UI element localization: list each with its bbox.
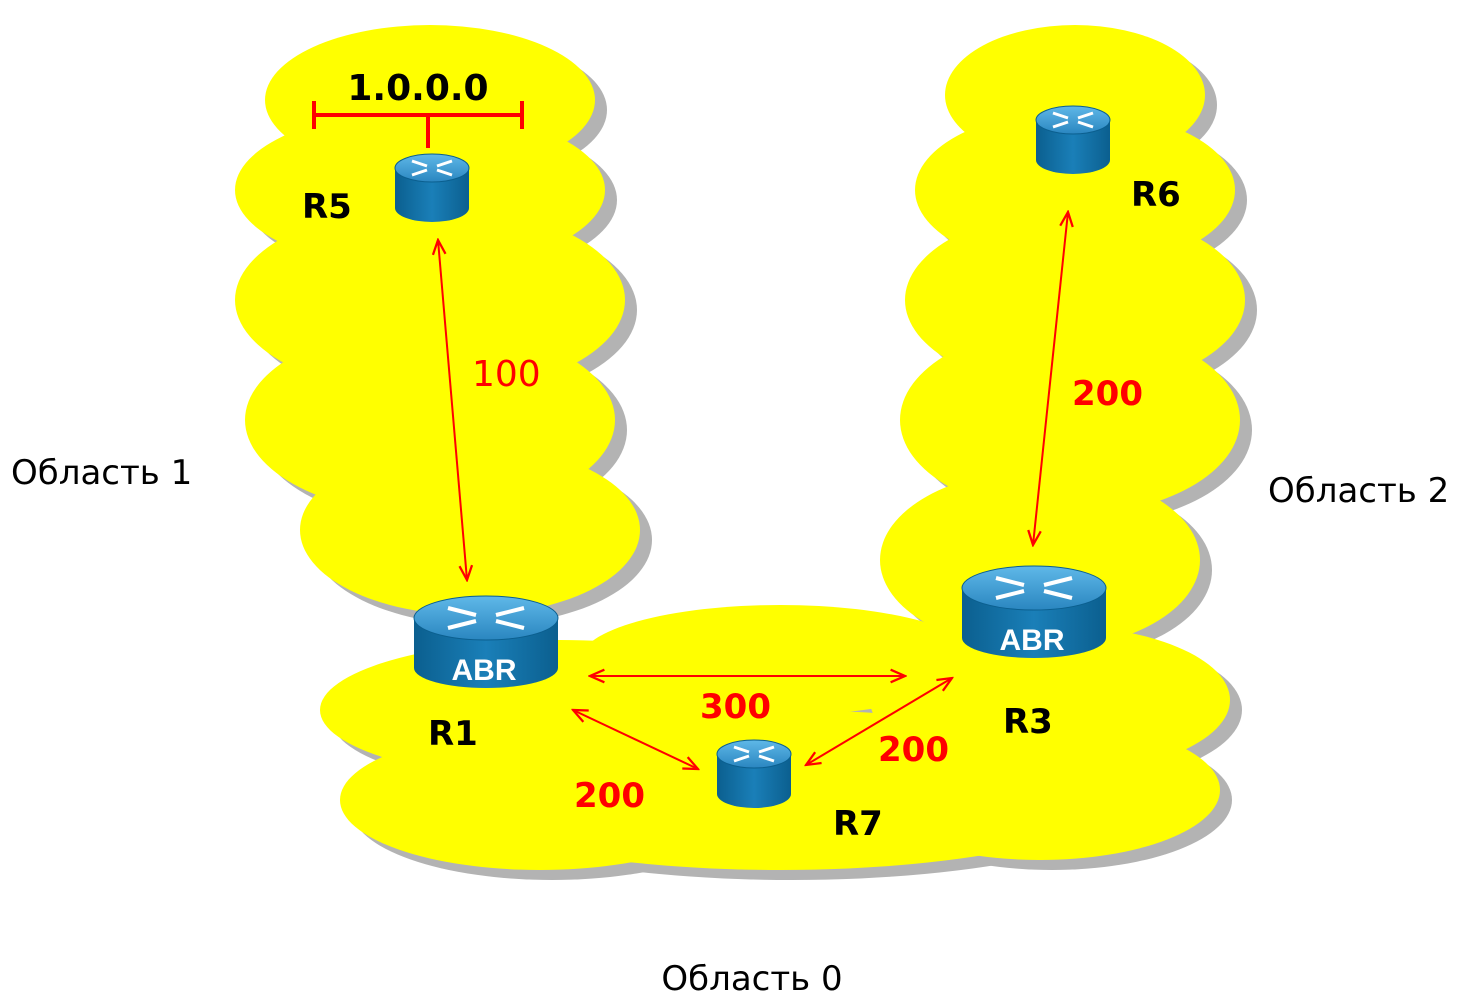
abr-badge-r3: ABR (1000, 624, 1065, 657)
router-r3-name: R3 (1003, 702, 1053, 742)
abr-router-icon[interactable]: ABR (413, 595, 559, 688)
router-r6-name: R6 (1131, 175, 1181, 215)
router-icon[interactable] (394, 153, 470, 222)
cost-r5-r1: 100 (472, 354, 541, 395)
link-r1-r7 (573, 710, 698, 769)
area0-label: Область 0 (661, 959, 842, 999)
network-segment (312, 101, 524, 148)
area2-label: Область 2 (1268, 471, 1449, 511)
links (438, 212, 1068, 769)
cost-r1-r7: 200 (574, 776, 645, 816)
router-r1-name: R1 (428, 714, 478, 754)
cost-r6-r3: 200 (1072, 374, 1143, 414)
router-icon[interactable] (716, 739, 792, 808)
network-label: 1.0.0.0 (347, 68, 488, 109)
router-r7-name: R7 (833, 804, 883, 844)
link-r5-r1 (438, 240, 467, 580)
abr-router-icon[interactable]: ABR (961, 565, 1107, 658)
router-r5-name: R5 (302, 187, 352, 227)
cost-r1-r3: 300 (700, 687, 771, 727)
cost-r3-r7: 200 (878, 730, 949, 770)
link-r3-r7 (806, 678, 952, 765)
area1-label: Область 1 (11, 453, 192, 493)
link-r6-r3 (1033, 212, 1068, 545)
router-icon[interactable] (1035, 105, 1111, 174)
abr-badge-r1: ABR (452, 654, 517, 687)
